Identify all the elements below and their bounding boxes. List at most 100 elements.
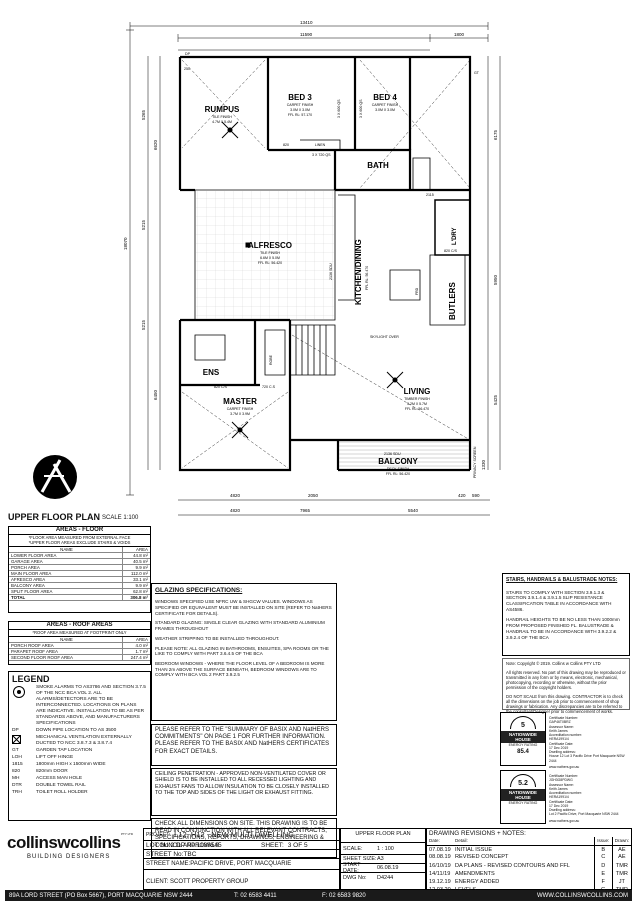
room-butlers-name: BUTLERS (448, 282, 457, 320)
door-label: 2136 SDU (384, 452, 401, 456)
room-bed4-finish: CARPET FINISH (372, 103, 399, 107)
revision-cell: AE (611, 853, 631, 862)
room-living-ffl: FFL RL: 56.470 (405, 407, 429, 411)
room-balcony-finish: DECK FINISH (387, 467, 410, 471)
floor-plan: 13410 11590 1800 4820 7965 5540 13410 20… (123, 20, 501, 516)
note-paragraph: STANDARD GLAZING: SINGLE CLEAR GLAZING W… (155, 620, 325, 632)
revision-cell: DA PLANS - REVISED CONTOURS AND FFL (455, 862, 570, 869)
plan-title: UPPER FLOOR PLAN (8, 512, 101, 522)
room-bed4-size: 3.0M X 3.0M (375, 108, 395, 112)
legend-key: DP (12, 727, 19, 733)
note-paragraph: STAIRS TO COMPLY WITH SECTION 3.9.1.3 & … (506, 589, 612, 613)
dim-left-e: 6450 (153, 389, 158, 400)
room-kitchen-ffl: FFL RL: 56.470 (365, 266, 369, 290)
star-rating-value: 5 (510, 716, 536, 729)
dim-top-right: 1800 (454, 32, 465, 37)
legend-desc: ACCESS MAN HOLE (36, 775, 83, 781)
legend-desc: 820mm DOOR (36, 768, 68, 774)
dim-left-c: 5215 (141, 319, 146, 330)
room-robe-name: ROBE (269, 354, 273, 365)
room-living-name: LIVING (404, 387, 431, 396)
revisions-header-cell: Detail: (453, 837, 595, 846)
area-value: 62.8 m² (122, 588, 150, 594)
area-name: TOTAL (11, 594, 26, 600)
legend-key: MH (12, 775, 20, 781)
area-name: SECOND FLOOR ROOF AREA (11, 654, 73, 660)
room-rumpus-finish: TILE FINISH (212, 115, 232, 119)
revisions-header-cell: Issue: (593, 837, 613, 846)
revision-cell: 14/11/19 (429, 870, 451, 877)
street-number: STREET No:TBC (144, 850, 339, 859)
areas-floor-table: AREAS - FLOOR *FLOOR AREA MEASURED FROM … (8, 526, 151, 613)
star-rating-value: 5.2 (510, 774, 536, 787)
room-bed3-size: 3.0M X 3.0M (290, 108, 310, 112)
certificate-line: HERA1991/4 (549, 795, 569, 800)
check-dims-note: CHECK ALL DIMENSIONS ON SITE. THIS DRAWI… (151, 818, 337, 858)
revision-cell: AE (611, 845, 631, 854)
balcony-deck-hatch (339, 441, 469, 469)
start-date-label: START DATE: (343, 862, 361, 874)
window-label: 3 X 600 QS (359, 99, 363, 118)
area-value: 112.0 m² (122, 570, 150, 576)
start-date-value: 06.08.19 (377, 865, 399, 871)
exhaust-fan-icon (12, 734, 21, 744)
room-bed3-finish: CARPET FINISH (287, 103, 314, 107)
legend-desc: MECHANICAL VENTILATION EXTERNALLY DUCTED… (36, 734, 132, 746)
area-value: 4.0 m² (122, 642, 150, 648)
sheet-size-value: A3 (377, 856, 384, 862)
window-label: 3 X 600 QS (337, 99, 341, 118)
areas-floor-title: AREAS - FLOOR (9, 527, 150, 535)
dim-bottom-c: 7965 (300, 508, 311, 513)
ceiling-fan-icon (221, 121, 239, 139)
revisions-header-cell: Drawn: (611, 837, 631, 846)
revisions-table: DRAWING REVISIONS + NOTES: Date:Detail:I… (426, 828, 632, 895)
skylight-label: SKYLIGHT OVER (370, 335, 399, 339)
ceiling-fan-icon (231, 421, 249, 439)
drawing-title: UPPER FLOOR PLAN (341, 829, 425, 843)
room-linen-name: LINEN (315, 143, 326, 147)
legend-key: TRH (12, 789, 22, 795)
dim-left-overall: 18070 (123, 237, 128, 250)
certificate-url[interactable]: www.nathers.gov.au (549, 764, 580, 769)
revision-cell: C (593, 853, 613, 862)
certificate-line: GAP46T0BRZ (549, 720, 571, 725)
room-alfresco-finish: TILE FINISH (260, 251, 280, 255)
legend-key: LOH (12, 754, 22, 760)
room-kitchen-name: KITCHEN/DINING (354, 239, 363, 305)
legend-desc: GARDEN TAP LOCATION (36, 747, 93, 753)
rating-sub: ENERGY RATING (508, 743, 538, 747)
project-label: PROJECT: (146, 831, 171, 838)
certificate-url[interactable]: www.nathers.gov.au (549, 818, 580, 823)
room-frd-name: FRD (415, 287, 419, 295)
dim-left-d: 6620 (153, 139, 158, 150)
room-alfresco-ffl: FFL RL: 56.420 (258, 261, 282, 265)
room-balcony-name: BALCONY (378, 457, 418, 466)
scale-label: SCALE: (343, 845, 363, 852)
downpipe-label: DP (185, 52, 191, 56)
dim-left-b: 5215 (141, 219, 146, 230)
revisions-header-cell: Date: (427, 837, 453, 846)
areas-roof-note: *ROOF AREA MEASURED AT FOOTPRINT ONLY (9, 630, 150, 637)
note-paragraph: WINDOWS SPECIFIED USE NFRC UW & SHGCW VA… (155, 599, 332, 616)
stairs-notes-panel: STAIRS, HANDRAILS & BALUSTRADE NOTES: ST… (502, 573, 630, 656)
drawing-info: UPPER FLOOR PLAN SCALE:1 : 100 SHEET SIZ… (340, 828, 426, 890)
dim-overall-top: 13410 (300, 20, 313, 25)
revision-cell: 07.08.19 (429, 846, 451, 853)
rating-brand: NATIONWIDE HOUSE (501, 789, 545, 801)
sheet-size-label: SHEET SIZE: (343, 856, 377, 862)
room-rumpus-name: RUMPUS (205, 105, 240, 114)
revision-cell: REVISED CONCEPT (455, 854, 509, 861)
dim-top-left: 11590 (300, 32, 313, 37)
footer-website[interactable]: WWW.COLLINSWCOLLINS.COM (536, 892, 628, 899)
area-name: LOWER FLOOR AREA (11, 552, 57, 558)
revision-cell: ENERGY ADDED (455, 879, 500, 886)
area-name: GARAGE AREA (11, 558, 43, 564)
fan-marker-icon (245, 242, 251, 248)
